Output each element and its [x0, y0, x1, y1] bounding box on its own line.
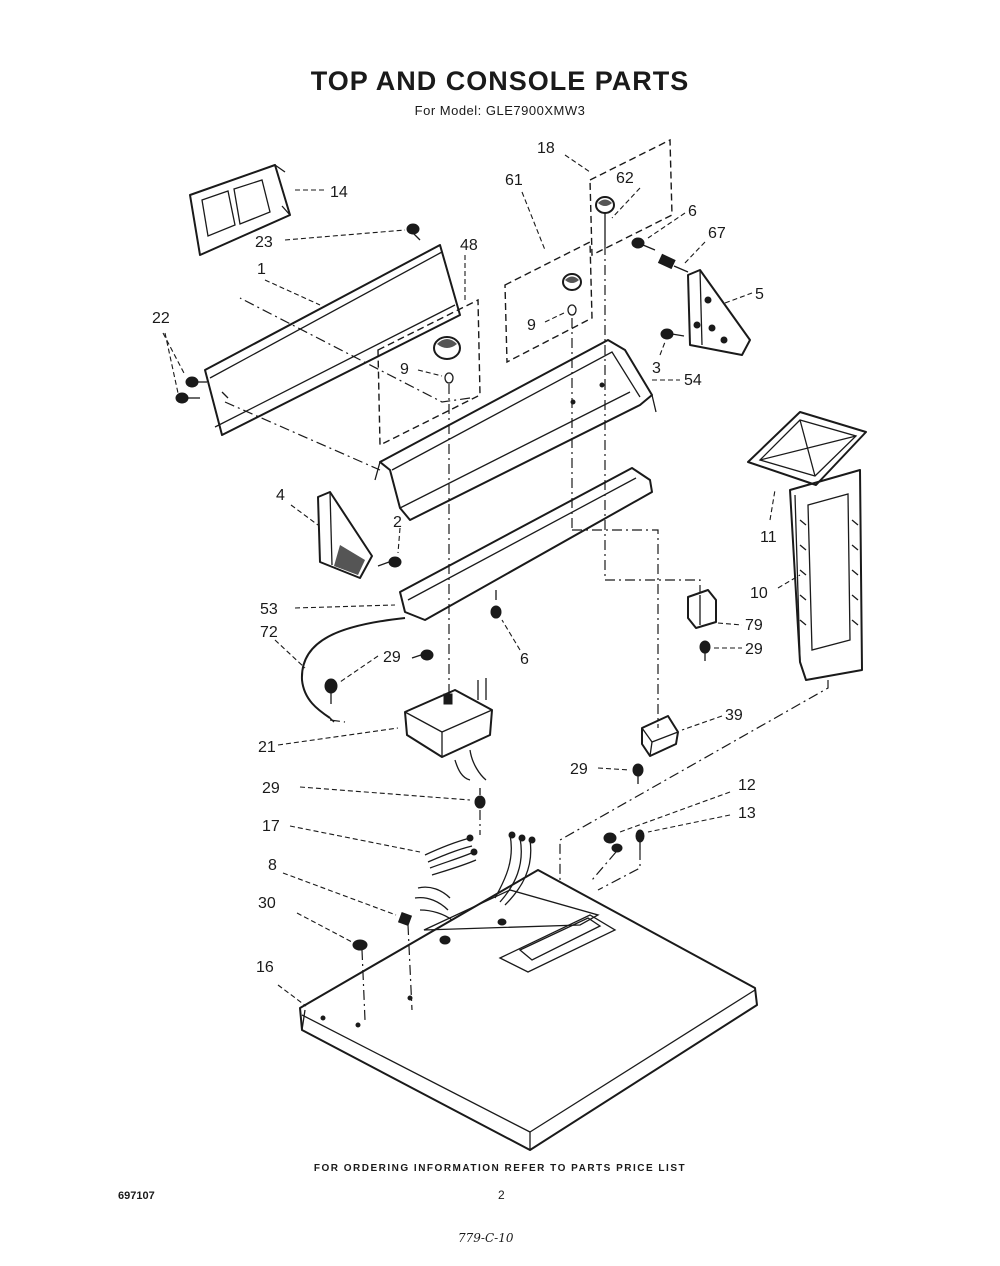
part-72-wire-cord [274, 617, 406, 723]
part-12-screw [603, 791, 731, 853]
part-6-screw-lower [490, 590, 521, 651]
callout-2: 2 [393, 514, 402, 531]
page-number: 2 [498, 1188, 505, 1202]
part-8-clip [282, 872, 413, 1011]
callout-labels: 18 61 62 14 6 67 23 48 1 5 22 9 9 3 54 4… [152, 140, 777, 976]
part-3-screw [659, 328, 685, 356]
callout-53: 53 [260, 601, 278, 618]
part-18-timer-knob-group [564, 138, 673, 257]
part-29-screw-b [324, 655, 379, 704]
callout-62: 62 [616, 170, 634, 187]
part-48-knob-group [377, 255, 481, 447]
part-39-switch [641, 715, 723, 757]
part-13-screw [635, 814, 731, 850]
callout-6-lower: 6 [520, 651, 529, 668]
part-6-screw-upper [631, 212, 686, 251]
callout-67: 67 [708, 225, 726, 242]
callout-8: 8 [268, 857, 277, 874]
model-subtitle: For Model: GLE7900XMW3 [414, 103, 586, 118]
part-79-bracket [687, 589, 743, 629]
callout-29-left: 29 [262, 780, 280, 797]
part-29-screw-c [299, 786, 486, 809]
part-5-end-bracket [687, 269, 753, 356]
callout-18: 18 [537, 140, 555, 157]
callout-5: 5 [755, 286, 764, 303]
part-67-lamp-socket [657, 241, 706, 273]
callout-54: 54 [684, 372, 702, 389]
part-14-bracket [189, 164, 325, 256]
callout-30: 30 [258, 895, 276, 912]
part-22-screws [162, 332, 207, 404]
ordering-note: FOR ORDERING INFORMATION REFER TO PARTS … [313, 1163, 687, 1174]
callout-21: 21 [258, 739, 276, 756]
callout-14: 14 [330, 184, 348, 201]
part-17-wire-harness [289, 825, 536, 921]
callout-23: 23 [255, 234, 273, 251]
callout-22: 22 [152, 310, 170, 327]
callout-10: 10 [750, 585, 768, 602]
callout-79: 79 [745, 617, 763, 634]
part-21-timer [277, 678, 493, 781]
page-title: TOP AND CONSOLE PARTS [310, 66, 690, 96]
part-30-plug [296, 912, 368, 1021]
callout-29-right: 29 [745, 641, 763, 658]
callout-9-left: 9 [400, 361, 409, 378]
part-1-console-panel [204, 244, 461, 436]
callout-3: 3 [652, 360, 661, 377]
assembly-guide-lines [224, 245, 829, 891]
part-16-top-panel [277, 869, 758, 1151]
part-53-lower-channel [294, 467, 653, 621]
callout-11: 11 [760, 529, 777, 546]
callout-61: 61 [505, 172, 523, 189]
callout-1: 1 [257, 261, 266, 278]
callout-17: 17 [262, 818, 280, 835]
part-29-screw-d [597, 763, 644, 784]
callout-39: 39 [725, 707, 743, 724]
part-23-screw [284, 223, 421, 241]
callout-29-upper: 29 [383, 649, 401, 666]
callout-72: 72 [260, 624, 278, 641]
callout-9-right: 9 [527, 317, 536, 334]
handwritten-mark: 779-C-10 [458, 1231, 514, 1245]
callout-13: 13 [738, 805, 756, 822]
part-29-screw-e [699, 640, 742, 661]
document-number: 697107 [118, 1190, 155, 1202]
part-61-selector-knob-group [504, 191, 593, 364]
callout-4: 4 [276, 487, 285, 504]
part-11-lint-cover [747, 411, 867, 521]
callout-16: 16 [256, 959, 274, 976]
callout-6-upper: 6 [688, 203, 697, 220]
part-2-screw [377, 527, 402, 568]
callout-48: 48 [460, 237, 478, 254]
callout-12: 12 [738, 777, 756, 794]
part-4-end-cap [290, 491, 373, 579]
part-10-lint-housing [777, 469, 863, 681]
part-54-console-housing [374, 339, 680, 521]
callout-29-mid: 29 [570, 761, 588, 778]
part-29-screw-a [411, 649, 434, 661]
